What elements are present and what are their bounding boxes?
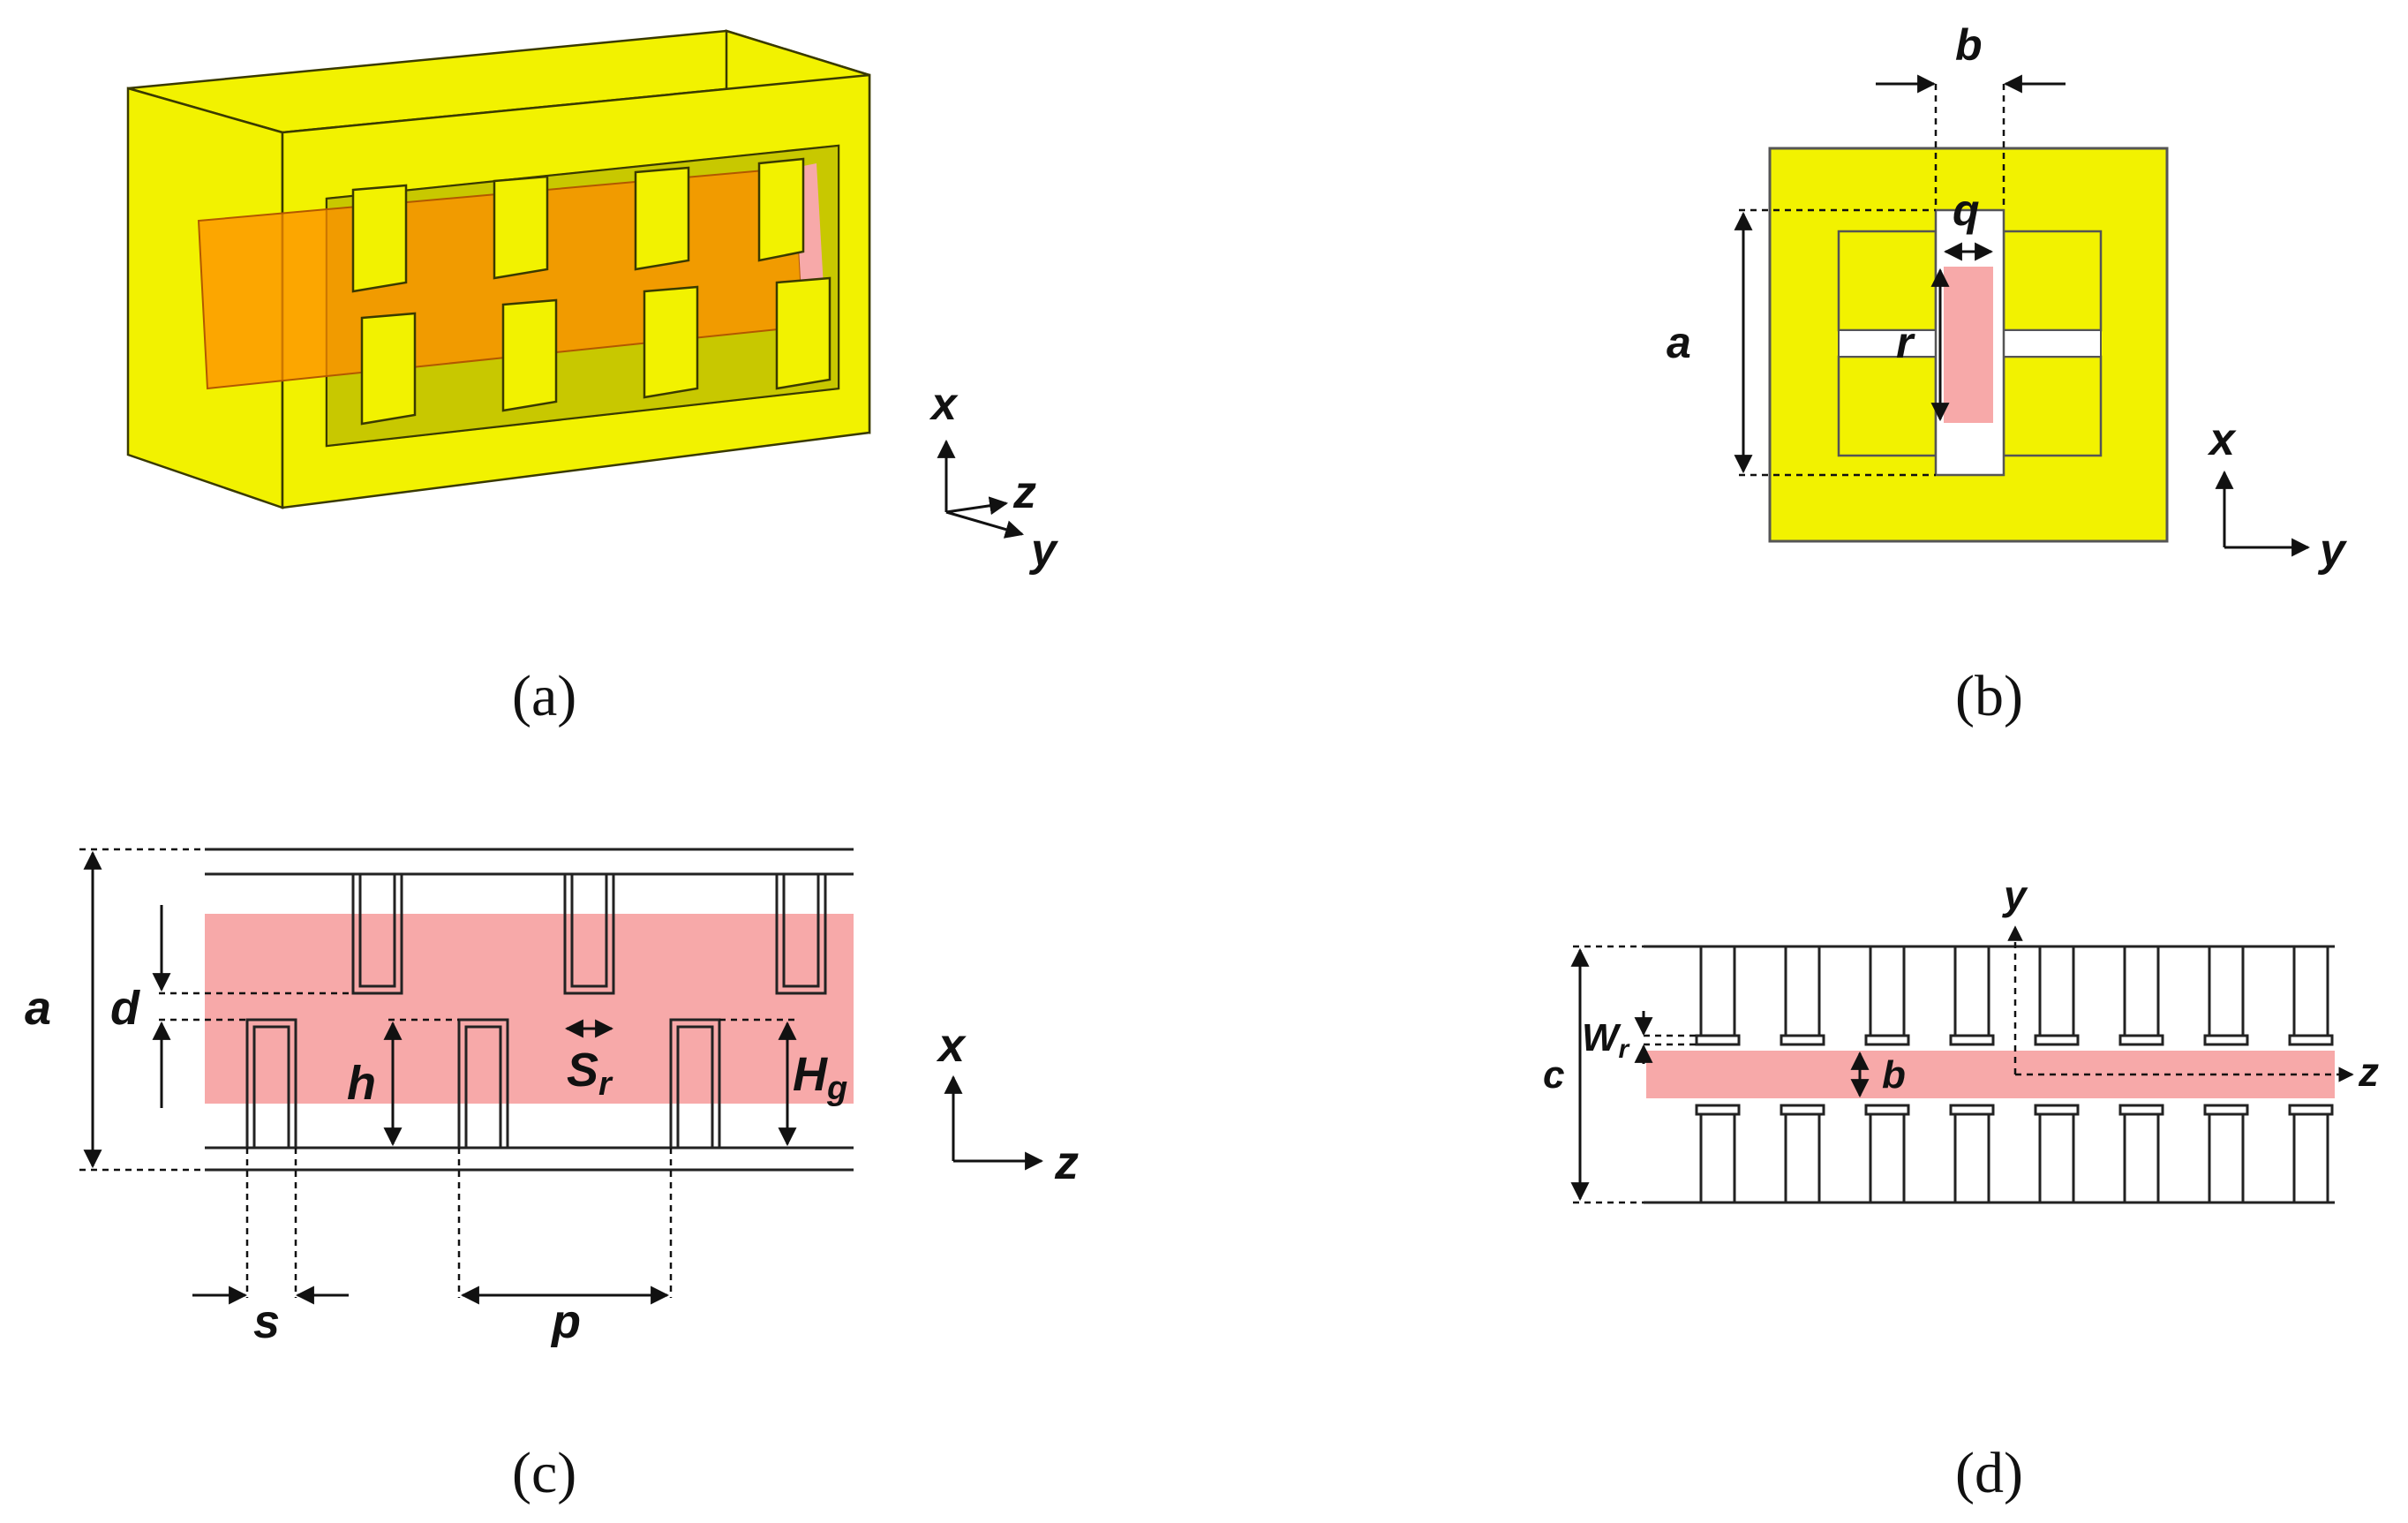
dim-label-q: q: [1953, 185, 1980, 235]
axis-label-x-c: x: [936, 1019, 967, 1072]
dim-label-d: d: [110, 982, 140, 1035]
axis-label-y: y: [1028, 524, 1059, 576]
cell-bottom-left: [1837, 355, 1938, 457]
beam-side-view: [205, 914, 854, 1104]
caption-a: (a): [512, 664, 576, 728]
upper-posts: [1695, 946, 2334, 1046]
lower-vanes-c: [245, 1018, 721, 1148]
axis-label-x: x: [929, 379, 959, 430]
dim-label-s: s: [253, 1295, 280, 1348]
axis-label-z-d: z: [2358, 1049, 2379, 1095]
dim-label-p: p: [550, 1295, 581, 1348]
upper-vanes-c: [351, 874, 827, 995]
dim-label-r: r: [1896, 318, 1915, 367]
dim-label-sr: Sr: [567, 1044, 613, 1103]
panel-c-side-view: a d Sr h Hg s p x z (c): [25, 848, 1079, 1505]
cell-top-right: [2002, 230, 2103, 332]
axis-label-z-c: z: [1054, 1136, 1079, 1189]
beam-cross-section: [1944, 267, 1993, 423]
lower-posts: [1695, 1104, 2334, 1203]
panel-b-cross-section: b q a r x y (b): [1667, 20, 2348, 728]
caption-d: (d): [1955, 1441, 2023, 1505]
lower-vanes: [360, 276, 832, 426]
cell-top-left: [1837, 230, 1938, 332]
beam-top-view: [1646, 1051, 2335, 1098]
caption-c: (c): [512, 1441, 576, 1505]
axis-label-y-d: y: [2002, 872, 2028, 918]
dim-label-b: b: [1955, 20, 1983, 70]
dim-label-wr: Wr: [1582, 1016, 1631, 1064]
upper-vanes: [351, 157, 805, 293]
axis-label-y-b: y: [2317, 524, 2348, 576]
dim-label-h: h: [347, 1057, 376, 1110]
axis-label-z: z: [1012, 467, 1036, 518]
panel-d-top-view: y z c Wr b (d): [1543, 872, 2379, 1505]
axis-label-x-b: x: [2207, 414, 2237, 465]
panel-a-3d-view: x z y (a): [126, 29, 1059, 728]
dim-label-hg: Hg: [793, 1048, 847, 1107]
axes-triad-a: x z y: [929, 379, 1059, 576]
dim-label-a: a: [1667, 318, 1691, 367]
dim-label-c: c: [1543, 1053, 1564, 1097]
caption-b: (b): [1955, 664, 2023, 728]
cell-bottom-right: [2002, 355, 2103, 457]
dim-label-a-c: a: [25, 982, 51, 1035]
dim-label-b-d: b: [1882, 1053, 1906, 1097]
